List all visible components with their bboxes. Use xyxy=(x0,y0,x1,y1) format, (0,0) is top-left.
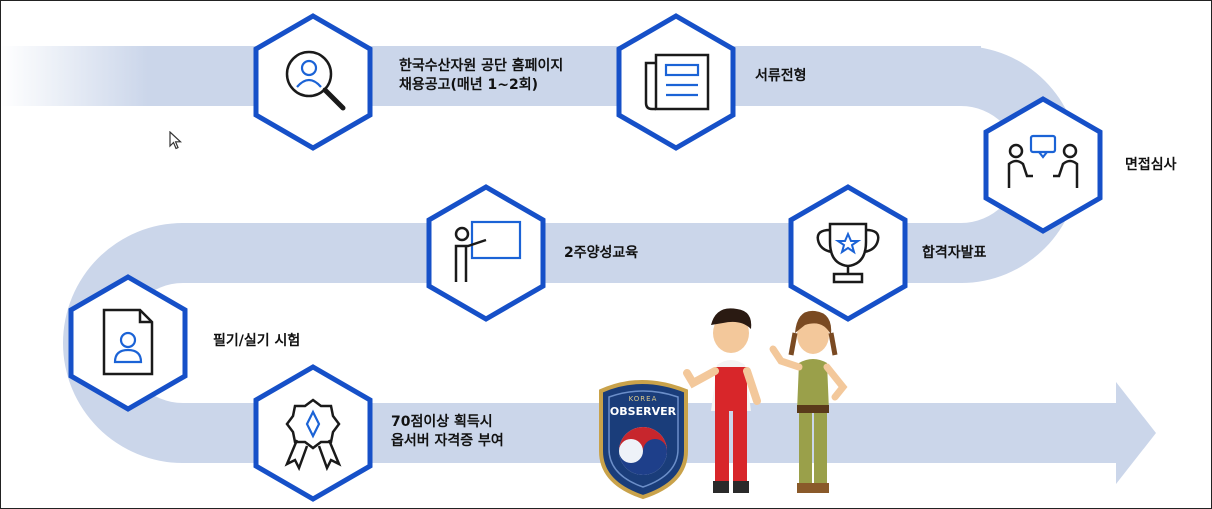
road-top-lane xyxy=(1,46,981,106)
badge-main-text: OBSERVER xyxy=(610,405,677,418)
step-label-5: 2주양성교육 xyxy=(564,245,639,261)
step-label-6: 필기/실기 시험 xyxy=(213,333,301,349)
badge-top-text: KOREA xyxy=(629,395,658,403)
step-hexagon-4 xyxy=(788,184,908,322)
search-person-icon xyxy=(285,50,346,111)
observer-badge-logo: KOREA OBSERVER xyxy=(599,380,688,500)
step-label-4: 합격자발표 xyxy=(922,245,987,261)
mouse-cursor-icon xyxy=(169,131,183,150)
step-label-3: 면접심사 xyxy=(1125,157,1177,173)
man-character xyxy=(683,308,761,493)
step-hexagon-2 xyxy=(616,13,736,151)
step-hexagon-7 xyxy=(253,364,373,502)
road-arrow-head xyxy=(1116,382,1156,484)
step-hexagon-6 xyxy=(68,274,188,412)
award-ribbon-icon xyxy=(284,398,342,472)
step-label-7: 70점이상 획득시 옵서버 자격증 부여 xyxy=(391,414,504,449)
presentation-icon xyxy=(454,220,522,282)
step-label-2: 서류전형 xyxy=(755,68,807,84)
observer-illustration: KOREA OBSERVER xyxy=(599,308,848,500)
step-label-1: 한국수산자원 공단 홈페이지 채용공고(매년 1~2회) xyxy=(399,58,564,93)
newspaper-icon xyxy=(644,53,710,111)
trophy-icon xyxy=(816,222,880,284)
step-hexagon-3 xyxy=(983,96,1103,234)
step-hexagon-1 xyxy=(253,13,373,151)
woman-character xyxy=(769,310,848,493)
document-person-icon xyxy=(102,308,154,376)
step-hexagon-5 xyxy=(426,184,546,322)
interview-icon xyxy=(1007,134,1079,188)
